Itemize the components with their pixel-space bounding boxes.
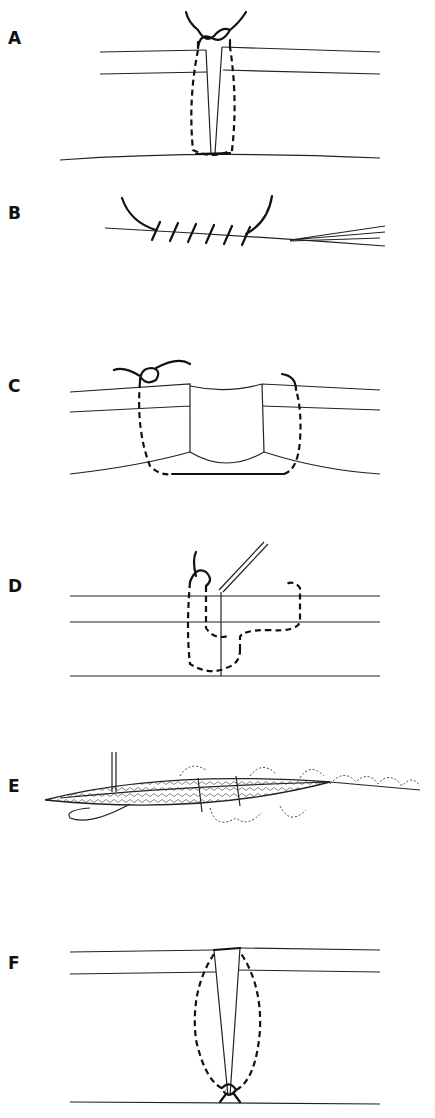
open-wound bbox=[45, 779, 330, 806]
panel-label: D bbox=[8, 578, 22, 595]
gap-top bbox=[190, 384, 262, 390]
panel-label: A bbox=[8, 30, 21, 47]
buried-suture bbox=[70, 948, 380, 1104]
suture-loops bbox=[180, 766, 420, 822]
panel-label: C bbox=[8, 378, 20, 395]
suture-turns bbox=[152, 222, 250, 245]
buried-knot bbox=[220, 1084, 240, 1102]
skin-layer bbox=[70, 948, 380, 1104]
instrument bbox=[112, 752, 116, 792]
skin-layer bbox=[100, 47, 380, 74]
tissue-blocks bbox=[70, 384, 380, 452]
tissue-base bbox=[60, 154, 380, 160]
suture-knot bbox=[186, 12, 246, 48]
suture-tail bbox=[219, 542, 268, 592]
suture-ends bbox=[122, 196, 272, 234]
needle-loop bbox=[69, 804, 130, 820]
wound-edge bbox=[206, 47, 222, 154]
suture-loop bbox=[188, 582, 300, 671]
suture-loop bbox=[195, 952, 260, 1090]
suture-bottom bbox=[172, 473, 284, 475]
suture-loop bbox=[191, 47, 234, 155]
suture-crossing bbox=[198, 776, 240, 812]
wound-edge bbox=[214, 948, 240, 1096]
panel-label: F bbox=[8, 955, 20, 972]
suture-knot bbox=[190, 552, 210, 586]
far-suture bbox=[70, 361, 380, 475]
suture-knot bbox=[114, 361, 296, 390]
wound-continuous-suture bbox=[45, 752, 420, 822]
tissue-base bbox=[70, 452, 380, 474]
simple-interrupted-suture bbox=[60, 12, 380, 160]
mattress-suture bbox=[70, 542, 380, 676]
wound-line bbox=[60, 782, 330, 798]
suture-top bbox=[214, 948, 240, 950]
suture-tail bbox=[330, 782, 420, 790]
running-suture-side bbox=[105, 196, 385, 246]
suture-inner bbox=[206, 586, 228, 637]
panel-label: B bbox=[8, 205, 21, 222]
suture-tails bbox=[290, 226, 385, 241]
incision bbox=[220, 592, 221, 676]
suture-loop bbox=[139, 382, 300, 474]
panel-label: E bbox=[8, 778, 20, 795]
